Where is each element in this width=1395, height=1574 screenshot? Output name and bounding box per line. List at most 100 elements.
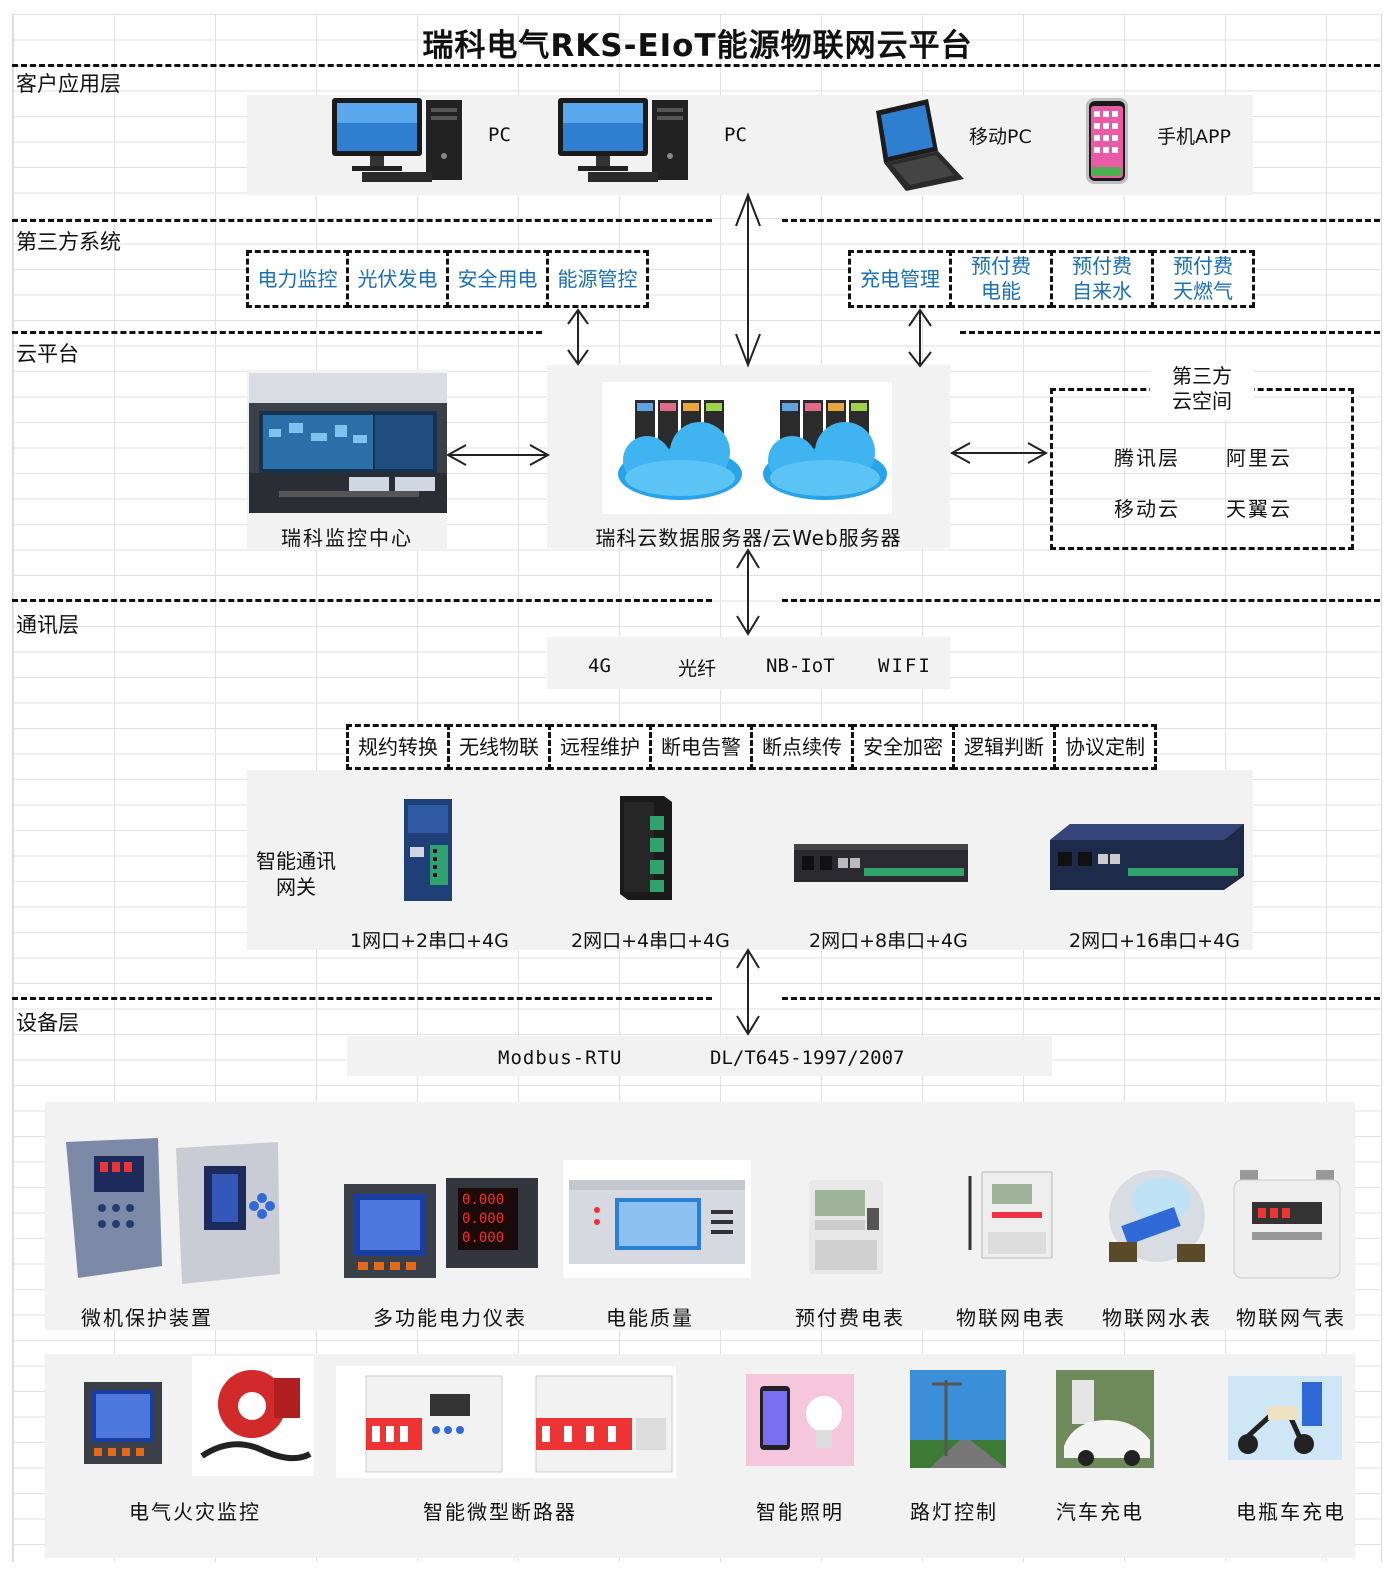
double-arrow-icon xyxy=(736,948,760,1036)
breaker-image xyxy=(336,1366,676,1478)
smart-lighting-image xyxy=(746,1374,854,1466)
third-party-box: 预付费 天燃气 xyxy=(1151,250,1255,308)
gateway-model: 1网口+2串口+4G xyxy=(350,930,509,952)
device-label: 汽车充电 xyxy=(1056,1500,1144,1524)
layer-label-comm: 通讯层 xyxy=(16,613,79,637)
comm-panel xyxy=(547,637,950,689)
gateway-model: 2网口+8串口+4G xyxy=(809,930,968,952)
cloud-provider: 天翼云 xyxy=(1226,497,1292,521)
layer-divider xyxy=(12,64,1380,67)
double-arrow-icon xyxy=(445,444,551,466)
gateway-model: 2网口+4串口+4G xyxy=(571,930,730,952)
cloud-server-icon xyxy=(602,382,892,514)
third-party-box-line: 充电管理 xyxy=(860,266,940,291)
cloud-provider: 阿里云 xyxy=(1226,446,1292,470)
device-label: 物联网电表 xyxy=(956,1306,1066,1330)
monitor-center-image xyxy=(249,373,447,513)
layer-divider xyxy=(782,219,1380,222)
page-title: 瑞科电气RKS-EIoT能源物联网云平台 xyxy=(422,28,973,64)
laptop-label: 移动PC xyxy=(969,126,1032,148)
current-transformer-image xyxy=(192,1356,314,1476)
comm-method: 4G xyxy=(588,655,611,677)
gateway-label: 智能通讯 网关 xyxy=(250,848,342,900)
gateway-device-image xyxy=(792,840,970,886)
layer-divider xyxy=(782,997,1380,1000)
gateway-feature: 断电告警 xyxy=(649,724,753,770)
device-label: 物联网气表 xyxy=(1236,1306,1346,1330)
svg-text:0.000: 0.000 xyxy=(462,1192,504,1208)
smartphone-icon xyxy=(1084,97,1130,185)
layer-label-client: 客户应用层 xyxy=(16,72,121,96)
device-label: 电能质量 xyxy=(606,1306,694,1330)
third-party-box-line: 预付费 xyxy=(1072,254,1132,278)
gateway-label-line: 智能通讯 xyxy=(256,849,336,873)
layer-divider xyxy=(12,331,542,334)
iot-meter-image xyxy=(952,1162,1056,1270)
third-party-box-line: 预付费 xyxy=(971,254,1031,278)
third-party-box: 电力监控 xyxy=(246,250,349,308)
device-label: 物联网水表 xyxy=(1102,1306,1212,1330)
third-party-box-line: 电能 xyxy=(981,279,1021,303)
water-meter-image xyxy=(1095,1160,1209,1278)
svg-text:0.000: 0.000 xyxy=(462,1211,504,1227)
gateway-device-image xyxy=(400,797,456,903)
gateway-feature: 协议定制 xyxy=(1053,724,1157,770)
device-label: 微机保护装置 xyxy=(81,1306,213,1330)
server-label: 瑞科云数据服务器/云Web服务器 xyxy=(595,526,902,550)
gateway-model: 2网口+16串口+4G xyxy=(1069,930,1240,952)
pc-label: PC xyxy=(488,124,511,146)
comm-method: WIFI xyxy=(878,655,932,677)
layer-label-cloud: 云平台 xyxy=(16,342,79,366)
power-quality-image xyxy=(563,1160,751,1278)
double-arrow-icon xyxy=(908,308,932,368)
car-charging-image xyxy=(1056,1370,1154,1468)
gas-meter-image xyxy=(1230,1168,1344,1280)
device-label: 多功能电力仪表 xyxy=(373,1306,527,1330)
protocol-label: DL/T645-1997/2007 xyxy=(710,1047,905,1069)
cloud-space-title: 第三方 云空间 xyxy=(1150,364,1254,420)
protocol-panel xyxy=(347,1036,1052,1076)
layer-divider xyxy=(782,599,1380,602)
gateway-device-image xyxy=(610,792,678,904)
third-party-box-line: 预付费 xyxy=(1173,254,1233,278)
phone-label: 手机APP xyxy=(1157,126,1231,148)
double-arrow-icon xyxy=(736,548,760,636)
layer-divider xyxy=(960,331,1380,334)
desktop-computer-icon xyxy=(556,96,691,184)
layer-divider xyxy=(12,997,712,1000)
pc-label: PC xyxy=(724,124,747,146)
third-party-box: 预付费 电能 xyxy=(949,250,1053,308)
laptop-icon xyxy=(866,97,966,192)
ebike-charging-image xyxy=(1228,1376,1342,1460)
prepaid-meter-image xyxy=(805,1178,887,1276)
device-label: 路灯控制 xyxy=(910,1500,998,1524)
third-party-left-group: 电力监控 光伏发电 安全用电 能源管控 xyxy=(246,250,649,308)
desktop-computer-icon xyxy=(330,96,465,184)
gateway-feature: 远程维护 xyxy=(548,724,652,770)
monitor-center-label: 瑞科监控中心 xyxy=(281,526,413,550)
double-arrow-icon xyxy=(735,192,761,368)
gateway-device-image xyxy=(1048,820,1246,892)
cloud-space-title-line: 云空间 xyxy=(1172,389,1232,413)
comm-method: NB-IoT xyxy=(766,655,835,677)
layer-divider xyxy=(12,219,712,222)
third-party-box-line: 自来水 xyxy=(1072,279,1132,303)
fire-monitor-image xyxy=(82,1380,164,1466)
street-light-image xyxy=(910,1370,1006,1468)
device-label: 电气火灾监控 xyxy=(129,1500,261,1524)
gateway-features: 规约转换 无线物联 远程维护 断电告警 断点续传 安全加密 逻辑判断 协议定制 xyxy=(346,724,1157,770)
third-party-box: 预付费 自来水 xyxy=(1050,250,1154,308)
device-label: 智能微型断路器 xyxy=(423,1500,577,1524)
layer-divider xyxy=(12,599,712,602)
protocol-label: Modbus-RTU xyxy=(498,1047,623,1069)
protection-device-image xyxy=(62,1138,282,1286)
third-party-box: 能源管控 xyxy=(546,250,649,308)
gateway-feature: 无线物联 xyxy=(447,724,551,770)
layer-label-device: 设备层 xyxy=(16,1011,79,1035)
cloud-space-title-line: 第三方 xyxy=(1172,364,1232,388)
gateway-feature: 规约转换 xyxy=(346,724,450,770)
device-label: 智能照明 xyxy=(756,1500,844,1524)
third-party-right-group: 充电管理 预付费 电能 预付费 自来水 预付费 天燃气 xyxy=(848,250,1255,308)
third-party-box-line: 天燃气 xyxy=(1173,279,1233,303)
